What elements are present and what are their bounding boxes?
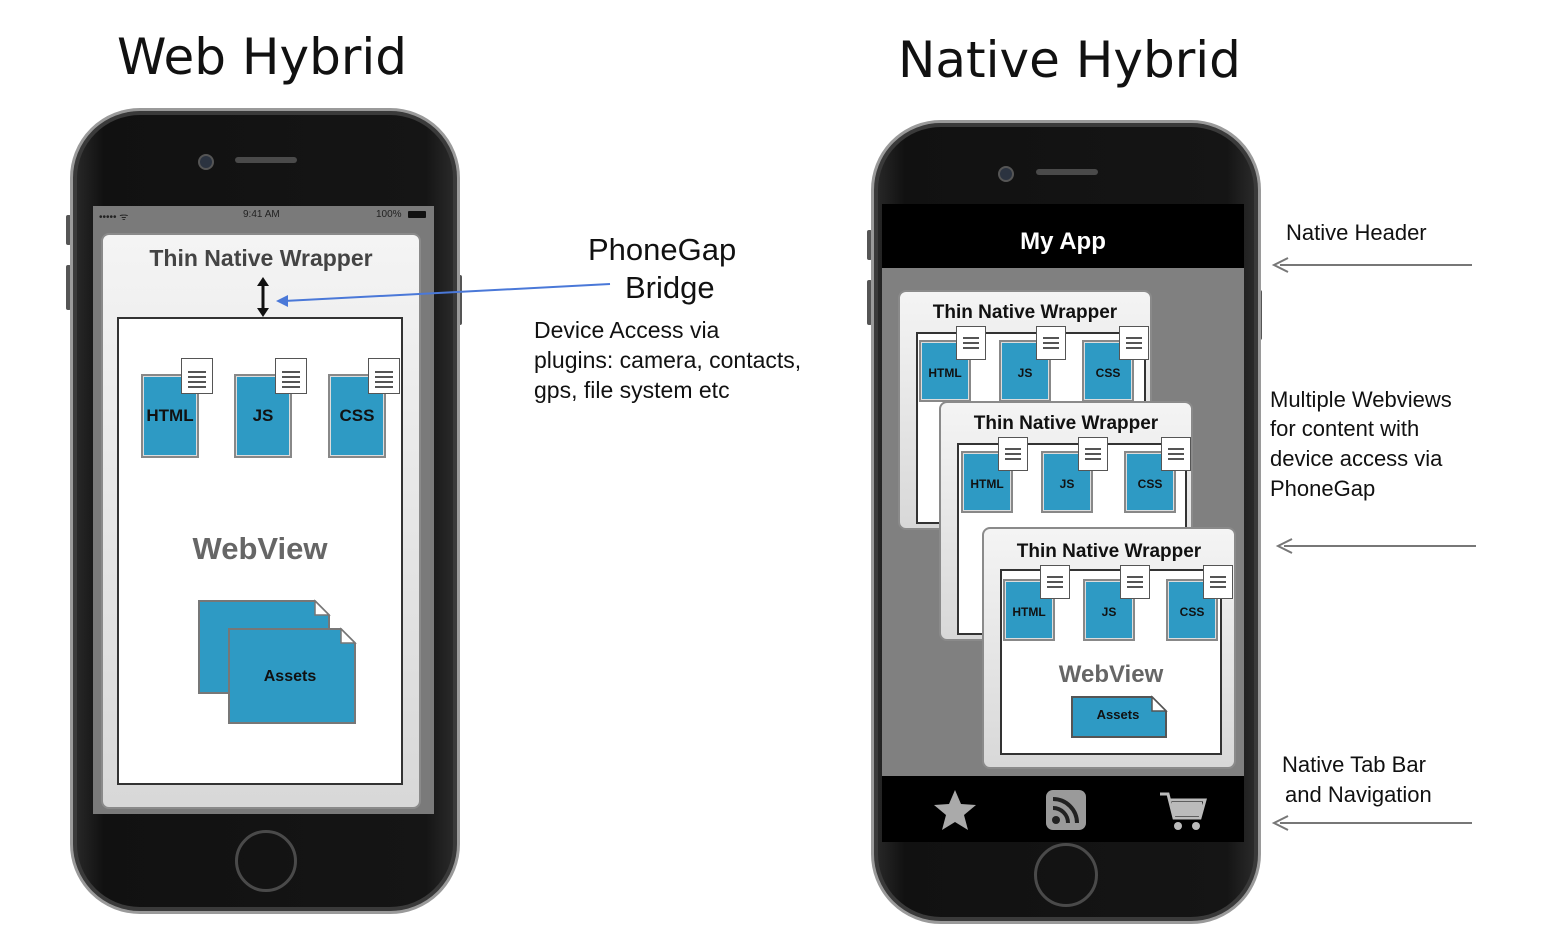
battery-percent: 100% bbox=[376, 209, 402, 220]
bridge-desc-line3: gps, file system etc bbox=[534, 377, 730, 403]
html-file-label: HTML bbox=[146, 406, 194, 425]
js-file: JS bbox=[1041, 451, 1093, 513]
web-hybrid-title: Web Hybrid bbox=[117, 28, 408, 86]
tabbar-arrow bbox=[1271, 815, 1472, 831]
native-header-arrow bbox=[1271, 257, 1472, 273]
home-button[interactable] bbox=[235, 830, 297, 892]
wrapper-title: Thin Native Wrapper bbox=[932, 302, 1118, 323]
native-tab-bar bbox=[882, 776, 1244, 842]
js-file-label: JS bbox=[1101, 605, 1117, 619]
rss-icon[interactable] bbox=[1044, 788, 1088, 832]
speaker-grille bbox=[235, 157, 297, 163]
native-hybrid-screen: My App Thin Native Wrapper HTML JS CSS T… bbox=[882, 204, 1244, 842]
html-file-label: HTML bbox=[928, 366, 962, 380]
thin-native-wrapper: Thin Native Wrapper HTML JS CSS bbox=[101, 233, 421, 809]
battery-icon bbox=[408, 211, 426, 218]
document-icon bbox=[998, 437, 1028, 471]
assets-label: Assets bbox=[263, 668, 317, 685]
app-title: My App bbox=[1020, 228, 1106, 255]
bridge-desc-line2: plugins: camera, contacts, bbox=[534, 347, 802, 373]
wrapper-title: Thin Native Wrapper bbox=[149, 245, 373, 271]
bridge-desc-line1: Device Access via bbox=[534, 317, 720, 343]
status-time: 9:41 AM bbox=[243, 209, 280, 220]
phone-side-button bbox=[66, 265, 71, 310]
speaker-grille bbox=[1036, 169, 1098, 175]
bridge-title-line2: Bridge bbox=[625, 270, 715, 305]
native-hybrid-title: Native Hybrid bbox=[898, 31, 1241, 89]
star-icon[interactable] bbox=[932, 788, 978, 832]
webviews-arrow bbox=[1275, 538, 1476, 554]
wrapper-title: Thin Native Wrapper bbox=[973, 413, 1159, 434]
assets-label: Assets bbox=[1096, 707, 1140, 722]
html-file-label: HTML bbox=[970, 477, 1004, 491]
js-file-label: JS bbox=[1059, 477, 1075, 491]
webview: WebView Assets bbox=[1000, 569, 1222, 755]
js-file-label: JS bbox=[1017, 366, 1033, 380]
css-file-label: CSS bbox=[1137, 477, 1163, 491]
bridge-double-arrow-icon bbox=[257, 277, 269, 317]
webview-label: WebView bbox=[192, 531, 328, 566]
document-icon bbox=[1120, 565, 1150, 599]
assets-folder-icon bbox=[198, 599, 357, 724]
document-icon bbox=[1119, 326, 1149, 360]
bridge-arrow bbox=[276, 283, 611, 307]
css-file-label: CSS bbox=[1179, 605, 1205, 619]
web-hybrid-screen: ••••• ᯤ 9:41 AM 100% Thin Native Wrapper… bbox=[93, 206, 434, 814]
phone-side-button bbox=[66, 215, 71, 245]
webviews-note-line4: PhoneGap bbox=[1270, 476, 1376, 501]
home-button[interactable] bbox=[1034, 843, 1098, 907]
js-file: JS bbox=[1083, 579, 1135, 641]
carrier-signal: ••••• ᯤ bbox=[99, 212, 129, 223]
document-icon bbox=[368, 358, 400, 394]
phone-side-button bbox=[867, 280, 872, 325]
native-header: My App bbox=[882, 204, 1244, 268]
document-icon bbox=[1040, 565, 1070, 599]
document-icon bbox=[1161, 437, 1191, 471]
css-file: CSS bbox=[1124, 451, 1176, 513]
js-file-label: JS bbox=[252, 406, 274, 425]
camera-icon bbox=[998, 166, 1014, 182]
document-icon bbox=[181, 358, 213, 394]
bridge-title-line1: PhoneGap bbox=[588, 232, 737, 267]
document-icon bbox=[956, 326, 986, 360]
native-header-note: Native Header bbox=[1286, 220, 1427, 245]
assets-folder-icon bbox=[1071, 695, 1168, 738]
camera-icon bbox=[198, 154, 214, 170]
wrapper-title: Thin Native Wrapper bbox=[1016, 541, 1202, 562]
html-file-label: HTML bbox=[1012, 605, 1046, 619]
thin-native-wrapper-3: Thin Native Wrapper WebView Assets bbox=[982, 527, 1236, 769]
tabbar-note-line1: Native Tab Bar bbox=[1282, 752, 1426, 777]
document-icon bbox=[1036, 326, 1066, 360]
phone-side-button bbox=[867, 230, 872, 260]
document-icon bbox=[1078, 437, 1108, 471]
css-file-label: CSS bbox=[1095, 366, 1121, 380]
cart-icon[interactable] bbox=[1158, 788, 1208, 834]
document-icon bbox=[1203, 565, 1233, 599]
status-bar: ••••• ᯤ 9:41 AM 100% bbox=[93, 206, 434, 224]
css-file-label: CSS bbox=[339, 406, 375, 425]
webviews-note-line1: Multiple Webviews bbox=[1270, 387, 1452, 412]
tabbar-note-line2: and Navigation bbox=[1285, 782, 1432, 807]
document-icon bbox=[275, 358, 307, 394]
webviews-note-line2: for content with bbox=[1270, 416, 1420, 441]
webview: HTML JS CSS WebView bbox=[117, 317, 403, 785]
webview-label: WebView bbox=[1058, 661, 1164, 688]
webviews-note-line3: device access via bbox=[1270, 446, 1443, 471]
